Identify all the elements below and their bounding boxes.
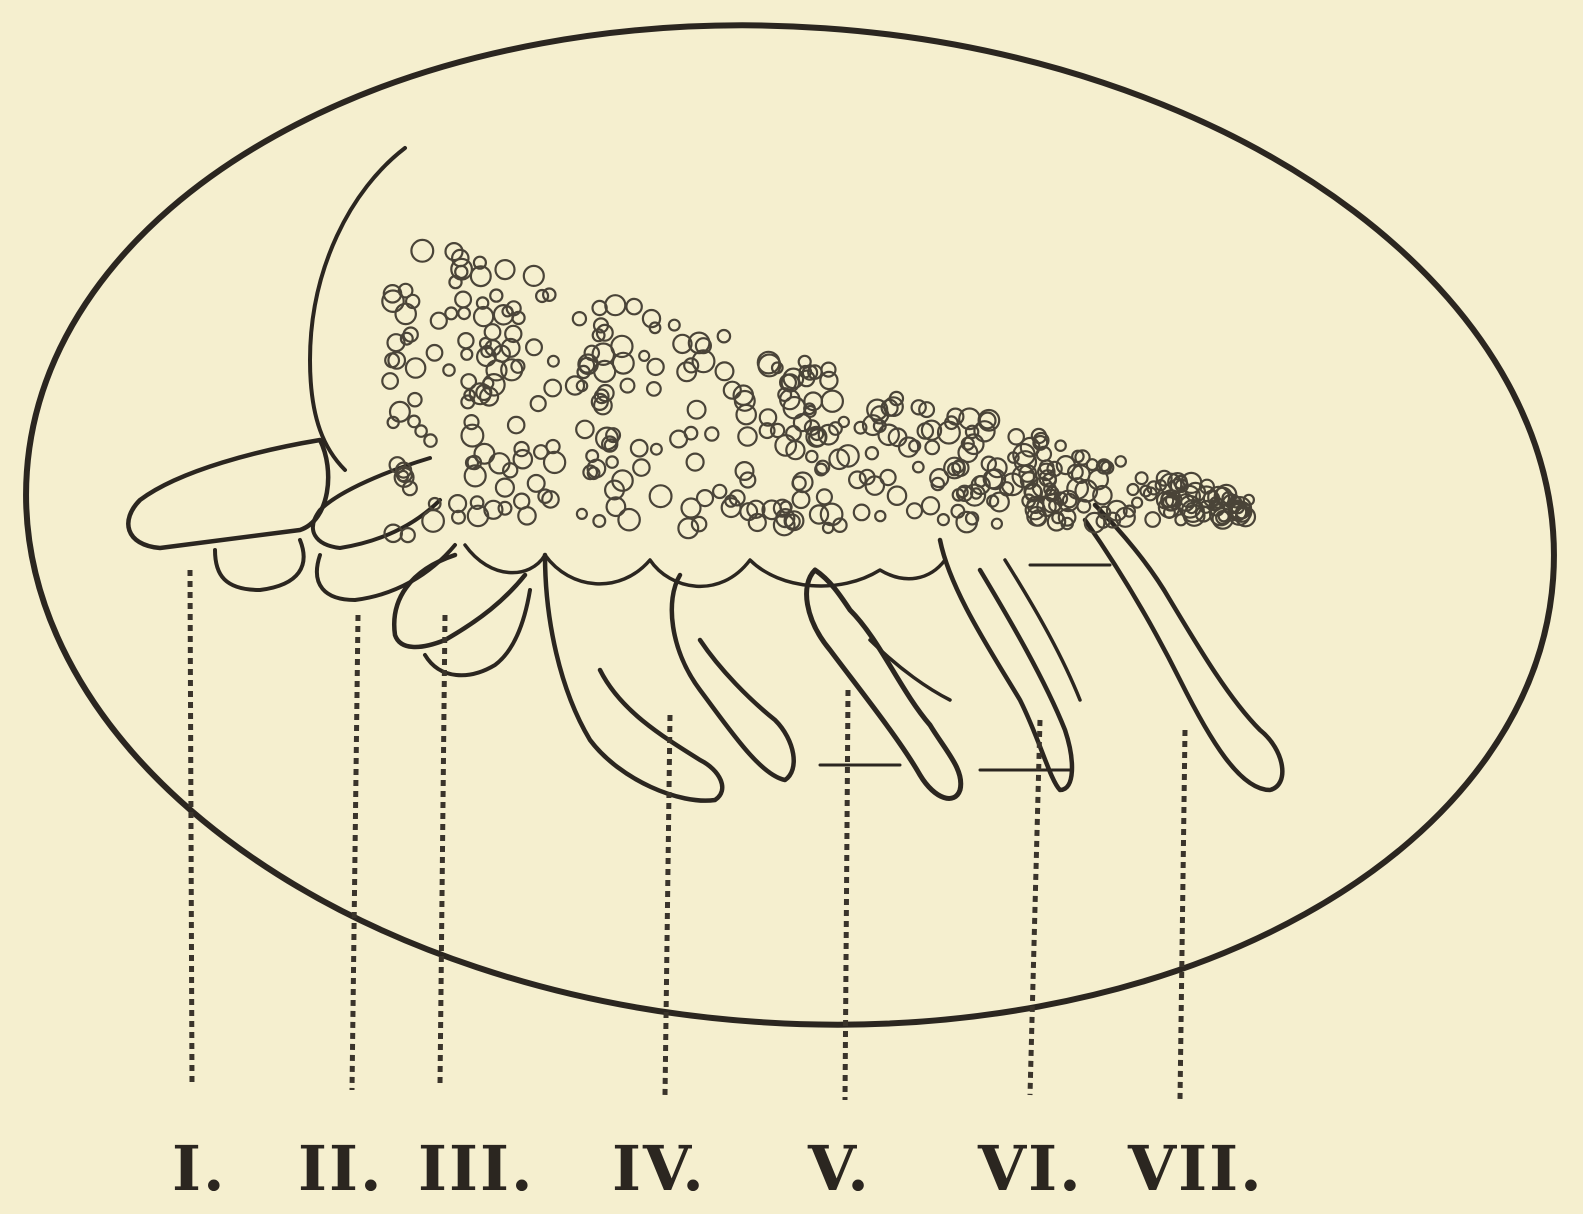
- label-i: I.: [172, 1132, 227, 1205]
- label-vii: VII.: [1127, 1132, 1264, 1205]
- label-iv: IV.: [612, 1132, 706, 1205]
- label-iii: III.: [418, 1132, 535, 1205]
- label-vi: VI.: [977, 1132, 1083, 1205]
- label-v: V.: [807, 1132, 871, 1205]
- label-ii: II.: [298, 1132, 384, 1205]
